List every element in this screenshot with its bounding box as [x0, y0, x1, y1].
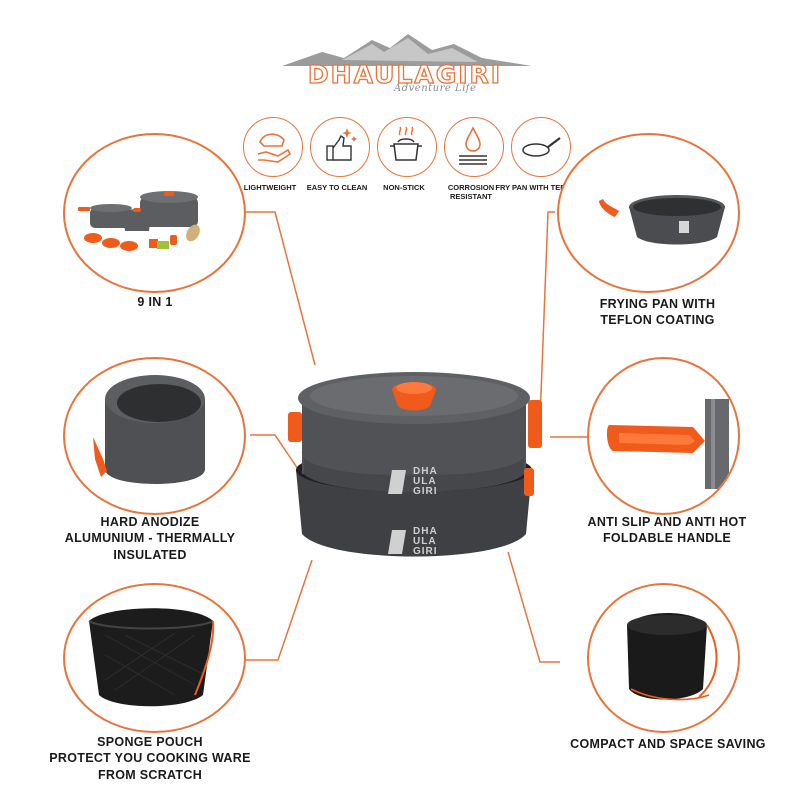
feature-non-stick [377, 117, 437, 177]
connector-hard-anodize [250, 434, 301, 473]
feature-label-fry-pan: FRY PAN WITH TEFLON [495, 183, 581, 192]
feature-corrosion-resistant [444, 117, 504, 177]
product-mark-upper: DHA ULA GIRI [413, 466, 438, 497]
product-mark-lower: DHA ULA GIRI [413, 526, 438, 557]
hard-anodize-image [63, 357, 246, 515]
compact-image [587, 583, 740, 733]
caption-hard-anodize: HARD ANODIZE ALUMUNIUM - THERMALLY INSUL… [64, 515, 236, 562]
frying-pan-image [557, 133, 740, 293]
handle-image [587, 357, 740, 515]
nine-in-one-image [63, 133, 246, 293]
feature-lightweight [243, 117, 303, 177]
connector-frying-pan [539, 211, 555, 421]
caption-sponge-pouch: SPONGE POUCH PROTECT YOU COOKING WARE FR… [49, 735, 251, 782]
feature-label-corrosion-resistant: CORROSION RESISTANT [447, 183, 495, 202]
brand-tagline: Adventure Life [394, 83, 477, 94]
feature-label-non-stick: NON-STICK [383, 183, 425, 192]
connector-sponge-pouch [245, 559, 313, 661]
hand-weight-icon [257, 133, 292, 163]
caption-nine-in-one: 9 IN 1 [137, 295, 173, 309]
water-drop-icon [459, 126, 487, 165]
connector-compact [507, 551, 560, 663]
feature-fry-pan [511, 117, 571, 177]
feature-label-lightweight: LIGHTWEIGHT [243, 183, 297, 192]
connector-nine-in-one [245, 211, 316, 366]
feature-easy-to-clean [310, 117, 370, 177]
feature-label-easy-to-clean: EASY TO CLEAN [306, 183, 368, 192]
pot-icon [390, 126, 422, 161]
caption-frying-pan: FRYING PAN WITH TEFLON COATING [599, 297, 716, 328]
caption-anti-slip-handle: ANTI SLIP AND ANTI HOT FOLDABLE HANDLE [587, 515, 747, 546]
frying-pan-icon [522, 137, 561, 157]
brand-name: DHAULAGIRI [307, 59, 503, 89]
sponge-pouch-image [63, 583, 246, 733]
sparkle-thumbs-up-icon [326, 128, 357, 161]
caption-compact: COMPACT AND SPACE SAVING [570, 737, 766, 751]
central-pot-product [288, 372, 542, 557]
mountain-logo [282, 34, 532, 66]
